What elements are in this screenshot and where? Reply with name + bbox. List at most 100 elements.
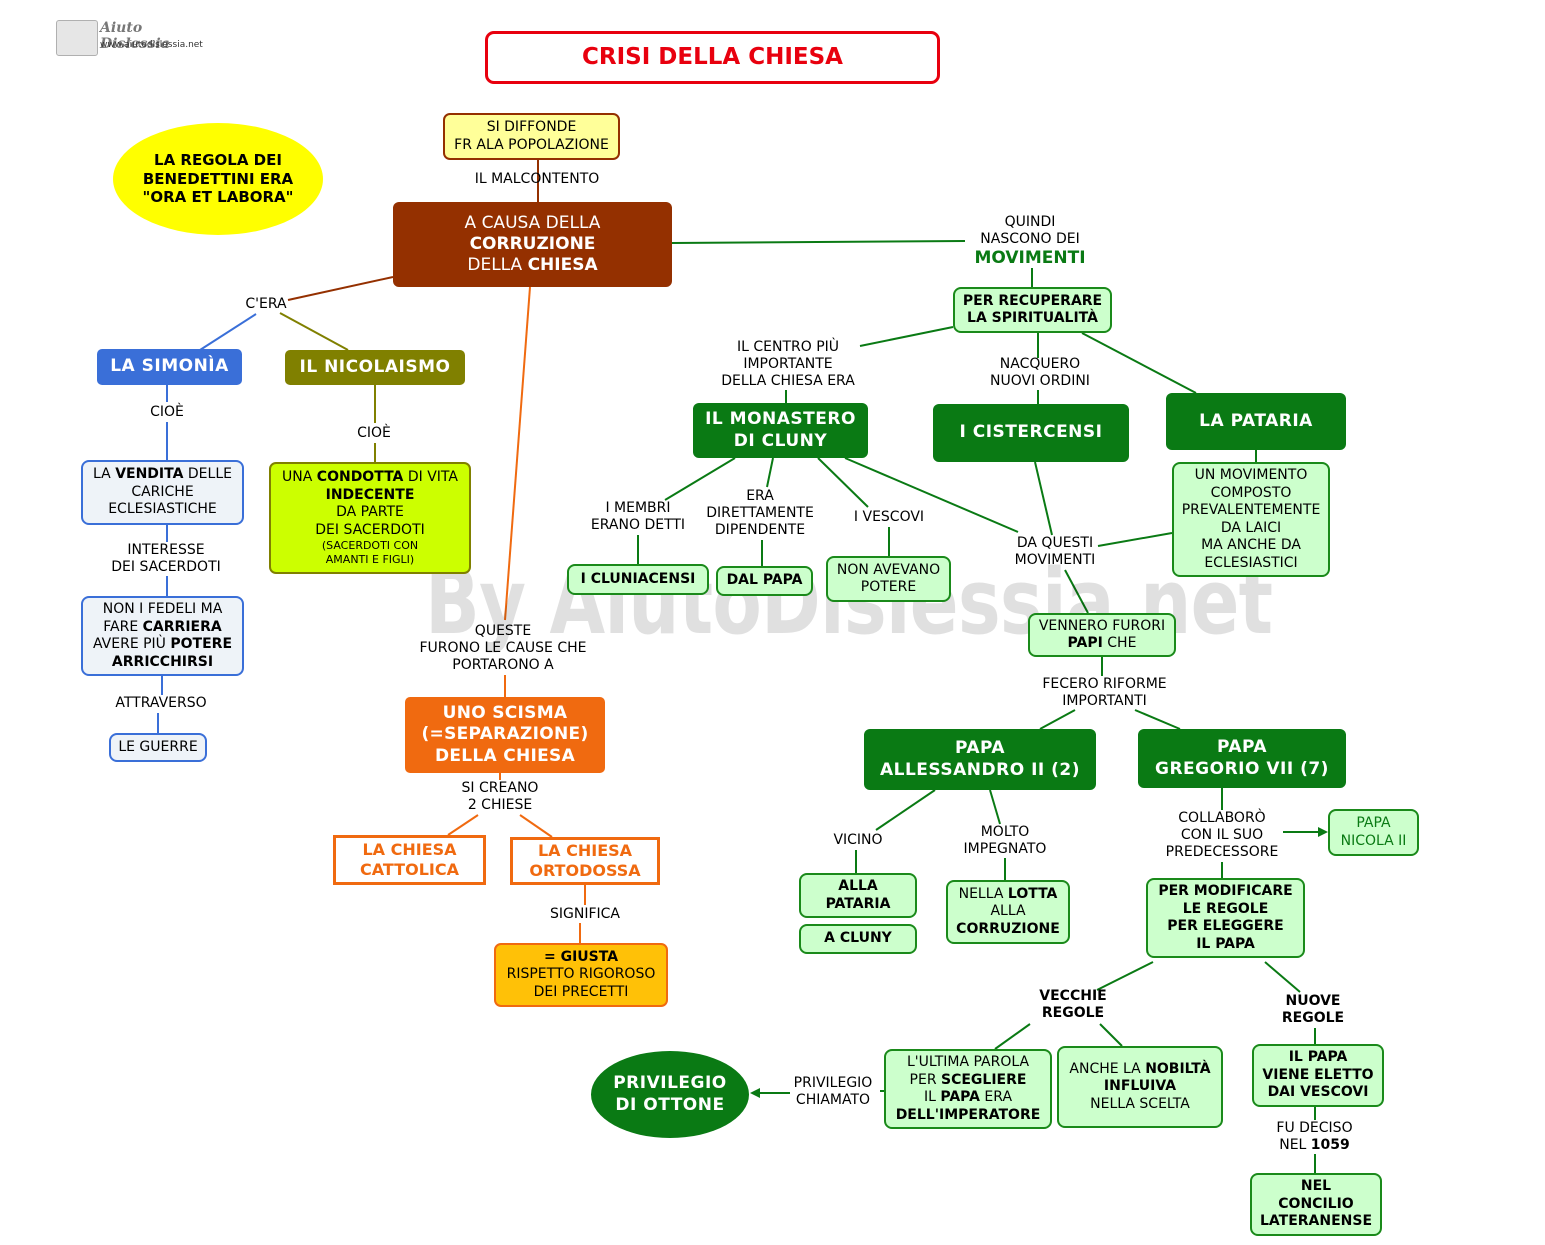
node-text: AVERE PIÙ [92,636,171,652]
link-cluny-era [766,457,774,488]
node-line: UN MOVIMENTO [1194,467,1308,483]
label-membri: I MEMBRI ERANO DETTI [583,500,693,534]
node-text: PER [909,1071,941,1088]
logo-url: www.aiutodislessia.net [100,40,203,50]
label-da-questi: DA QUESTI MOVIMENTI [1000,535,1110,569]
node-guerre: LE GUERRE [109,733,207,762]
link-cluny-vescovi [817,457,869,508]
label-line: IL CENTRO PIÙ [736,339,840,355]
label-line: NUOVE [1285,993,1341,1009]
node-text: NELLA [958,885,1008,902]
node-chiesa-ortodossa: LA CHIESA ORTODOSSA [510,837,660,885]
node-line: VIENE ELETTO [1262,1066,1374,1083]
node-line: ANCHE LA NOBILTÀ [1069,1061,1210,1079]
label-line: FURONO LE CAUSE CHE [419,640,587,657]
node-line: MA ANCHE DA [1201,537,1301,553]
node-papa-eletto: IL PAPA VIENE ELETTO DAI VESCOVI [1252,1044,1384,1107]
node-text-bold: PAPA [940,1089,980,1105]
label-line: DA QUESTI [1016,535,1094,551]
node-text-bold: CARRIERA [142,618,222,635]
node-si-diffonde: SI DIFFONDE FR ALA POPOLAZIONE [443,113,620,160]
label-line: NUOVI ORDINI [990,373,1090,390]
node-text: FARE [103,618,143,635]
node-dal-papa: DAL PAPA [716,566,813,596]
node-text: LA [93,466,116,483]
node-text-bold: CHIESA [527,255,598,276]
node-line: NON I FEDELI MA [102,601,223,617]
node-cluniacensi: I CLUNIACENSI [567,564,709,595]
node-line: PER ELEGGERE [1167,918,1284,934]
label-line: QUINDI [1004,214,1056,230]
label-vecchie-regole: VECCHIE REGOLE [1022,988,1124,1022]
node-movimento-laici: UN MOVIMENTO COMPOSTO PREVALENTEMENTE DA… [1172,462,1330,577]
link-modificare-nuove [1264,961,1301,993]
node-text: ANCHE LA [1069,1060,1146,1077]
label-cioe-nicolaismo: CIOÈ [357,425,391,441]
site-logo[interactable]: Aiuto Dislessia www.aiutodislessia.net [56,20,216,56]
label-collaboro: COLLABORÒ CON IL SUO PREDECESSORE [1157,810,1287,861]
link-alessandro-molto [989,789,1001,825]
label-line: I MEMBRI [605,500,671,516]
label-attraverso: ATTRAVERSO [115,695,207,711]
diagram-title: CRISI DELLA CHIESA [485,31,940,84]
node-line-bold: = GIUSTA [543,948,619,965]
label-line: PORTARONO A [452,657,554,674]
label-era-dipendente: ERA DIRETTAMENTE DIPENDENTE [700,488,820,539]
node-non-avevano-potere: NON AVEVANO POTERE [826,556,951,602]
label-line: IMPORTANTI [1062,693,1147,710]
link-fecero-alessandro [1039,709,1076,730]
node-line: RISPETTO RIGOROSO [506,966,656,983]
node-line: (=SEPARAZIONE) [421,724,589,745]
title-text: CRISI DELLA CHIESA [582,44,843,71]
node-line-bold: CORRUZIONE [956,920,1060,937]
node-line: LE REGOLE [1182,900,1269,917]
label-line: DEI SACERDOTI [111,559,221,576]
label-line: ERA [746,488,774,504]
node-modificare-regole: PER MODIFICARE LE REGOLE PER ELEGGERE IL… [1146,878,1305,958]
label-line: QUESTE [474,623,532,639]
node-line: NELLA SCELTA [1090,1095,1190,1112]
node-line-small: (SACERDOTI CON [321,539,419,553]
link-cera-nicolaismo [279,312,349,351]
node-line: VENNERO FURORI [1038,617,1166,634]
node-text: UNA [282,469,317,486]
node-line: DELLA CHIESA [467,255,597,276]
node-line: CATTOLICA [360,860,459,879]
label-line: PREDECESSORE [1165,844,1279,861]
node-line: DI CLUNY [733,430,828,451]
link-sicreano-ortodossa [519,814,553,838]
node-line: NON AVEVANO [836,561,941,578]
node-cistercensi: I CISTERCENSI [933,404,1129,462]
label-line: FECERO RIFORME [1042,676,1167,692]
link-cera-simonia [199,313,257,351]
node-scisma: UNO SCISMA (=SEPARAZIONE) DELLA CHIESA [405,697,605,773]
node-text: A CLUNY [824,930,892,947]
label-line: MOVIMENTI [1014,552,1096,569]
node-text: LA SIMONÌA [110,356,229,377]
link-causa-quindi [671,240,966,244]
node-text: I CLUNIACENSI [580,570,696,587]
node-line: PRIVILEGIO [613,1073,727,1094]
label-line: SI CREANO [461,780,539,796]
node-line: PER RECUPERARE [962,292,1103,309]
label-line: REGOLE [1281,1010,1345,1027]
label-line: NASCONO DEI [980,231,1080,248]
node-corruzione-chiesa: A CAUSA DELLA CORRUZIONE DELLA CHIESA [393,202,672,287]
node-line: UNO SCISMA [442,703,568,724]
node-line: PAPA [1356,815,1391,831]
node-line: IL MONASTERO [705,409,856,430]
node-text: DAL PAPA [726,572,803,589]
label-line: NEL 1059 [1262,1137,1367,1154]
node-line: IL PAPA [1288,1049,1348,1066]
node-line: ALLA [838,878,878,894]
node-line: PAPI CHE [1068,635,1137,653]
label-text: NEL [1279,1137,1311,1154]
node-line: PER SCEGLIERE [910,1072,1027,1090]
node-vennero-papi: VENNERO FURORI PAPI CHE [1028,613,1176,657]
node-line: FARE CARRIERA [103,619,221,637]
label-malcontento: IL MALCONTENTO [474,171,600,187]
node-text-bold: CONDOTTA [316,469,404,486]
node-line: IL PAPA [1196,935,1255,952]
link-cluny-membri [664,457,736,501]
node-text: DELLE [183,466,232,483]
